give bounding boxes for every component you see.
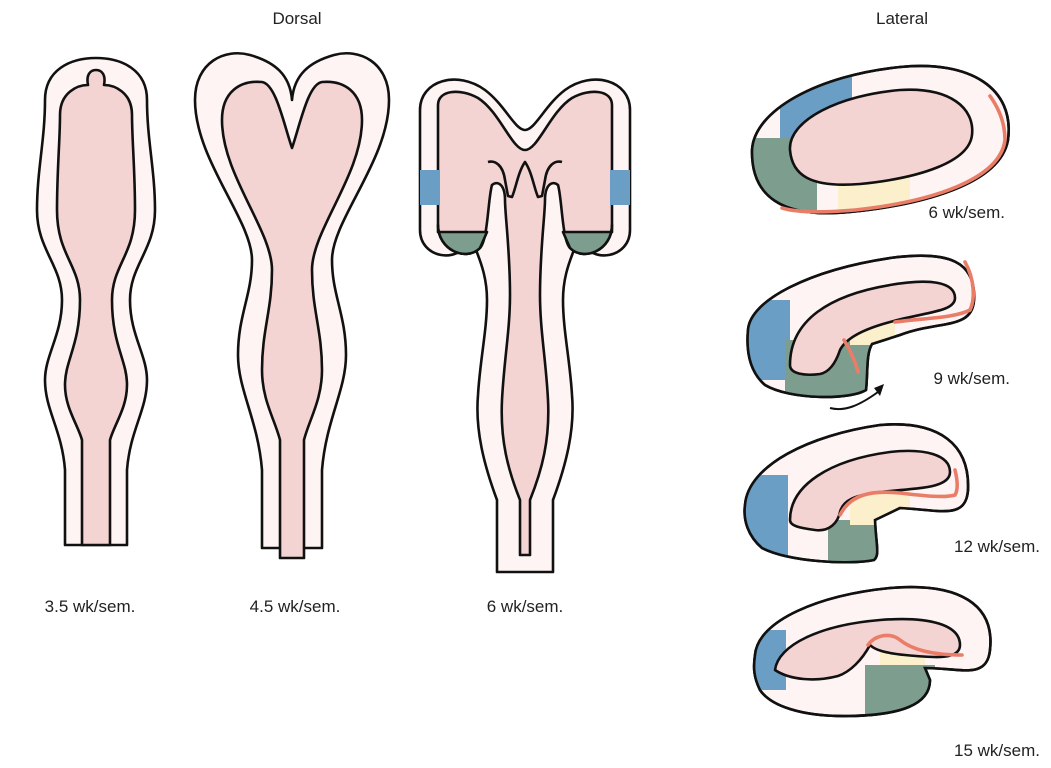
red-boundary [838,468,960,517]
green-region [561,223,614,256]
heading-dorsal: Dorsal [272,9,321,28]
green-region [865,665,935,717]
stage-label: 15 wk/sem. [954,741,1040,760]
stage-label: 6 wk/sem. [928,203,1005,222]
arrowhead-icon [874,384,884,396]
dorsal-stage-4-5wk: 4.5 wk/sem. [193,52,391,616]
red-boundary [893,260,976,324]
dorsal-stage-6wk: 6 wk/sem. [418,78,632,616]
dorsal-stage-3-5wk: 3.5 wk/sem. [35,56,157,616]
stage-label: 9 wk/sem. [933,369,1010,388]
red-boundary [842,338,860,374]
stage-label: 4.5 wk/sem. [250,597,341,616]
stage-label: 6 wk/sem. [487,597,564,616]
lateral-stage-12wk: 12 wk/sem. [743,423,1040,564]
green-region [436,223,489,256]
red-boundary [780,94,1007,214]
blue-region [744,475,788,555]
blue-region [420,170,440,205]
lateral-stage-9wk: 9 wk/sem. [746,254,1010,411]
red-boundary [866,633,964,657]
green-region [828,520,883,563]
rotation-arrow [829,391,879,411]
stage-label: 12 wk/sem. [954,537,1040,556]
heading-lateral: Lateral [876,9,928,28]
lateral-stage-15wk: 15 wk/sem. [752,585,1040,760]
blue-region [610,170,630,205]
lateral-stage-6wk: 6 wk/sem. [750,64,1011,222]
stage-label: 3.5 wk/sem. [45,597,136,616]
